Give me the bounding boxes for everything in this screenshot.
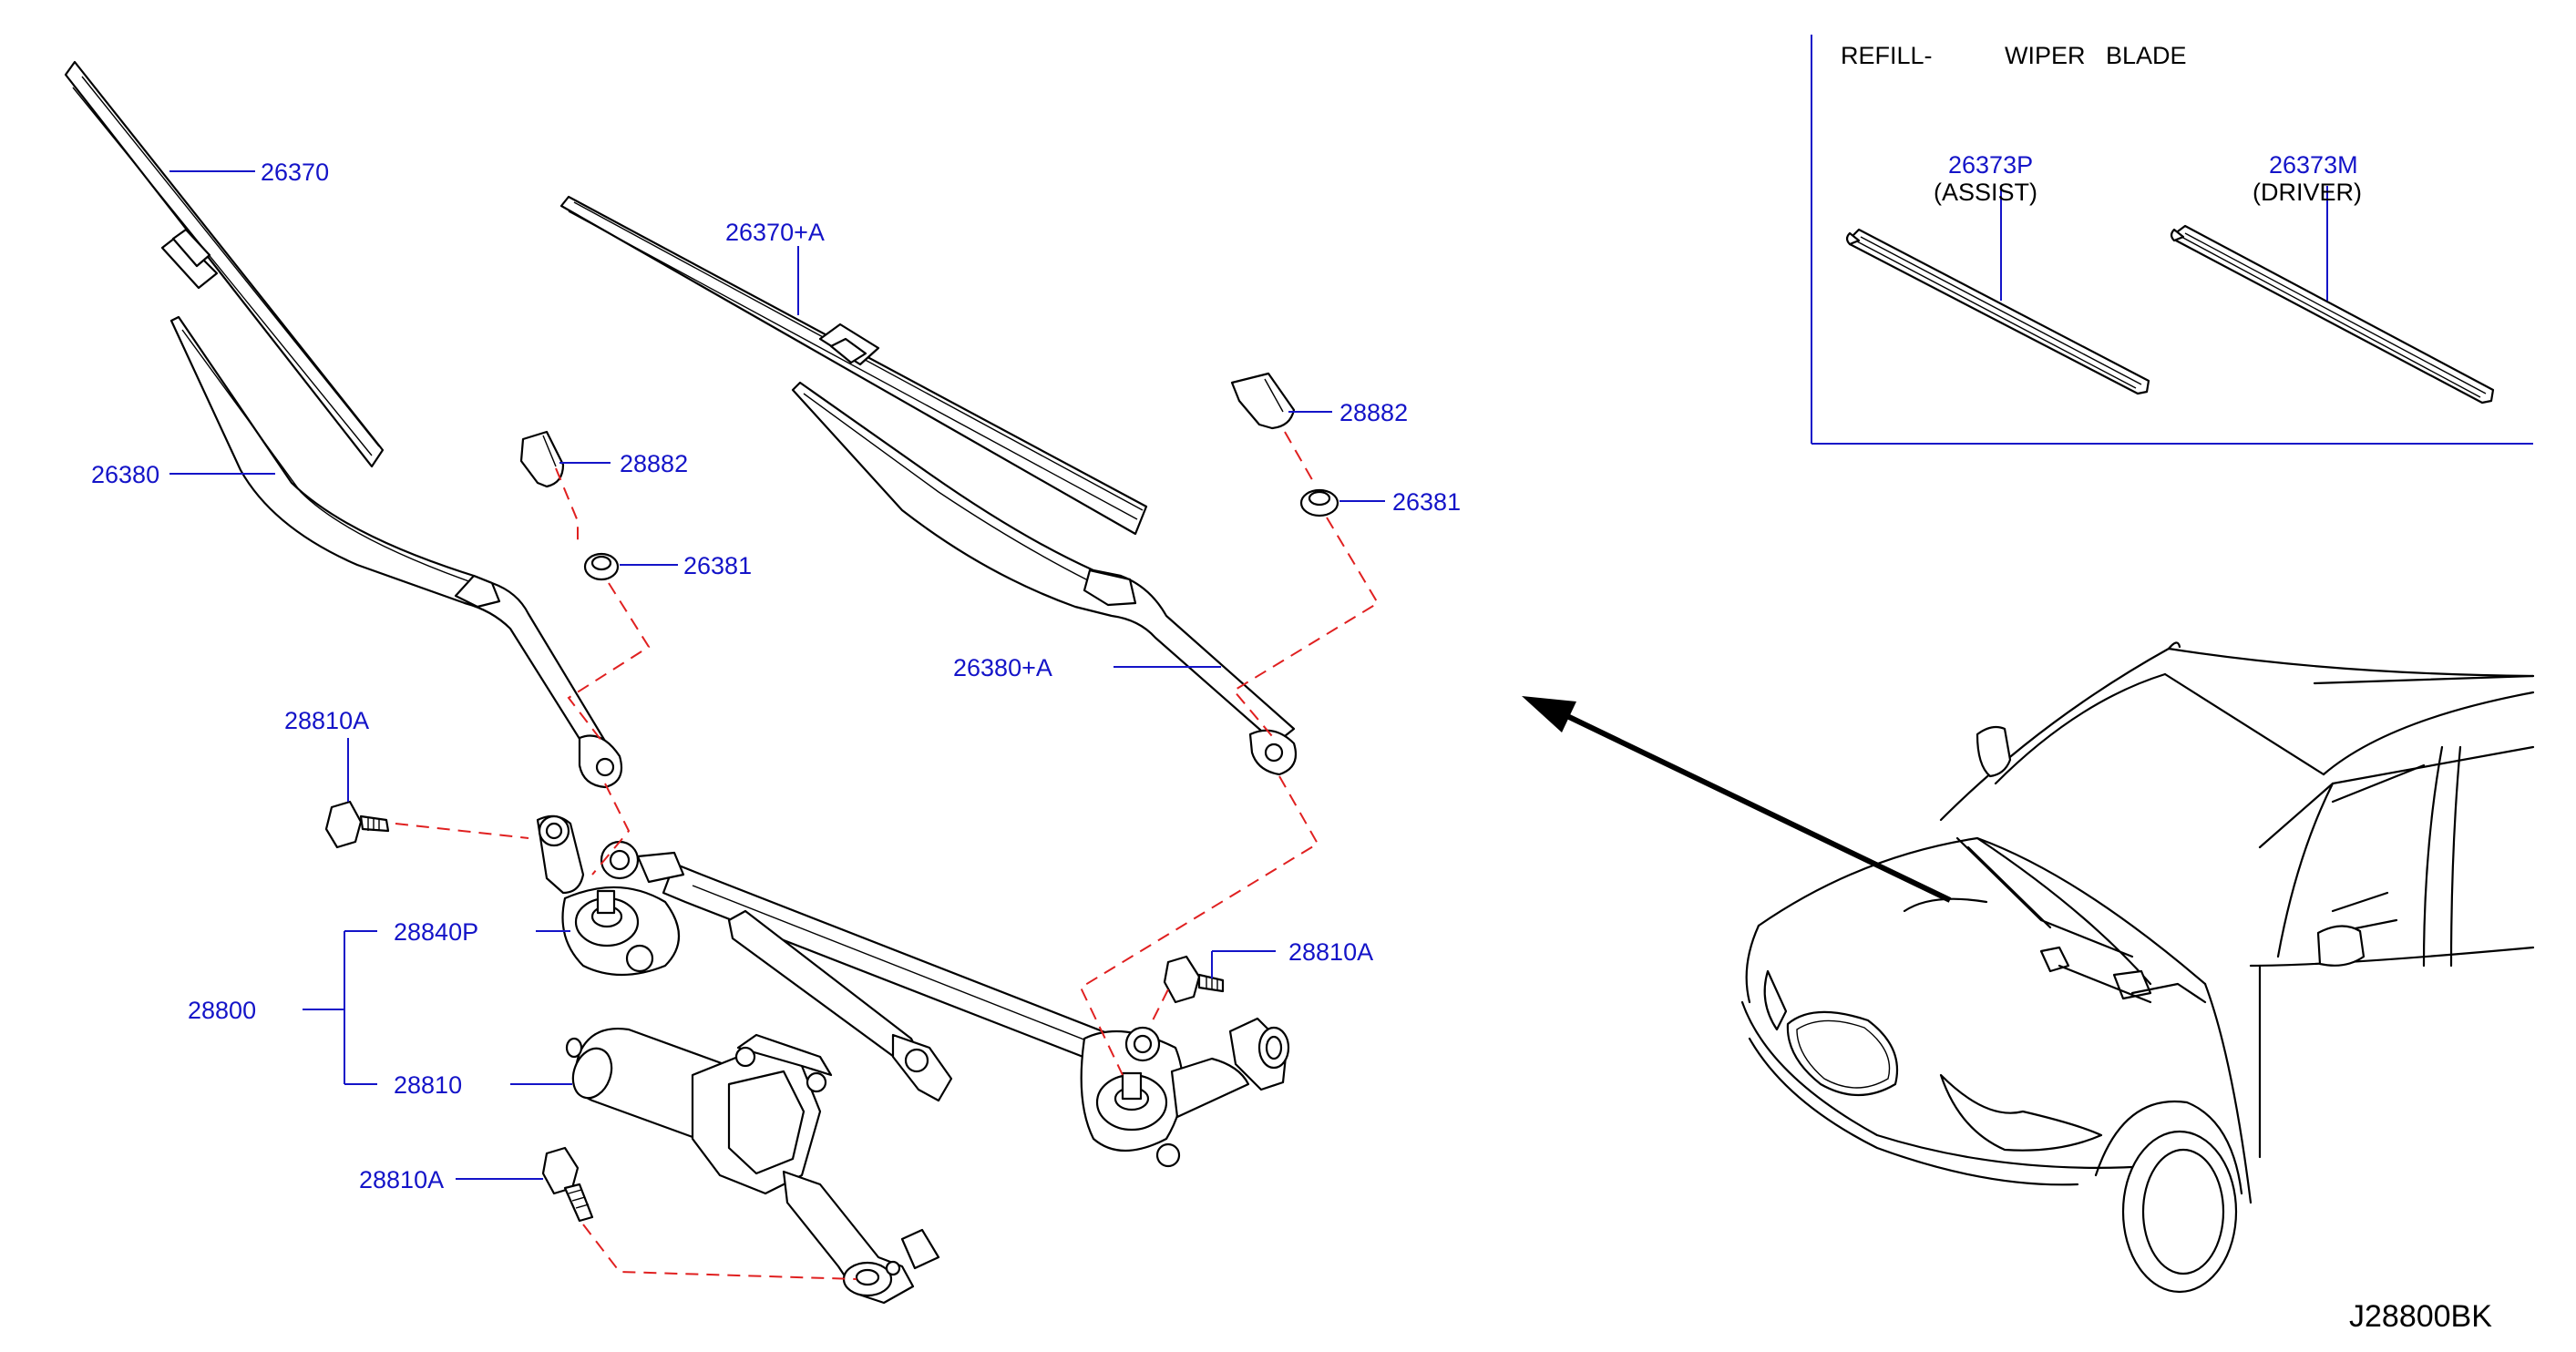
cap-left	[519, 430, 565, 488]
inset-heading-wiper-blade: WIPER BLADE	[2005, 42, 2187, 69]
refill-strip-driver	[2170, 224, 2495, 405]
label-26380a: 26380+A	[953, 654, 1052, 681]
bolt-top	[324, 800, 390, 849]
nut-left	[583, 552, 620, 581]
label-28810a-mid: 28810A	[1288, 938, 1374, 966]
note-assist: (ASSIST)	[1934, 179, 2038, 206]
cap-right	[1230, 372, 1296, 430]
car-illustration	[1740, 641, 2535, 1294]
nut-right	[1299, 488, 1339, 517]
bolt-bottom	[541, 1146, 594, 1223]
wiper-blade-right	[559, 195, 1148, 536]
wiper-arm-right	[791, 381, 1298, 776]
dashed-alignment-lines	[395, 431, 1380, 1280]
label-26380: 26380	[91, 461, 160, 488]
refill-strip-assist	[1845, 228, 2150, 395]
wiper-arm-left	[169, 315, 623, 789]
label-26373p: 26373P	[1948, 151, 2034, 179]
wiper-linkage	[536, 814, 1290, 1168]
label-28882-right: 28882	[1339, 399, 1409, 426]
wiper-motor	[565, 1028, 940, 1305]
label-26370: 26370	[261, 159, 330, 186]
label-26381-right: 26381	[1392, 488, 1462, 516]
label-28882-left: 28882	[620, 450, 689, 477]
label-28810a-top: 28810A	[284, 707, 370, 734]
inset-heading-refill: REFILL-	[1841, 42, 1933, 69]
label-28840p: 28840P	[394, 918, 479, 946]
label-26381-left: 26381	[683, 552, 753, 579]
label-28810a-bottom: 28810A	[359, 1166, 445, 1193]
label-26370a: 26370+A	[725, 219, 825, 246]
label-26373m: 26373M	[2269, 151, 2358, 179]
label-28810: 28810	[394, 1071, 463, 1099]
note-driver: (DRIVER)	[2253, 179, 2362, 206]
assembly-bracket	[303, 930, 377, 1085]
refill-inset-box	[1811, 35, 2533, 445]
location-arrow	[1522, 696, 1952, 903]
diagram-code: J28800BK	[2349, 1299, 2492, 1334]
bolt-mid	[1163, 955, 1225, 1004]
label-28800: 28800	[188, 997, 257, 1024]
wiper-blade-left	[64, 60, 385, 468]
